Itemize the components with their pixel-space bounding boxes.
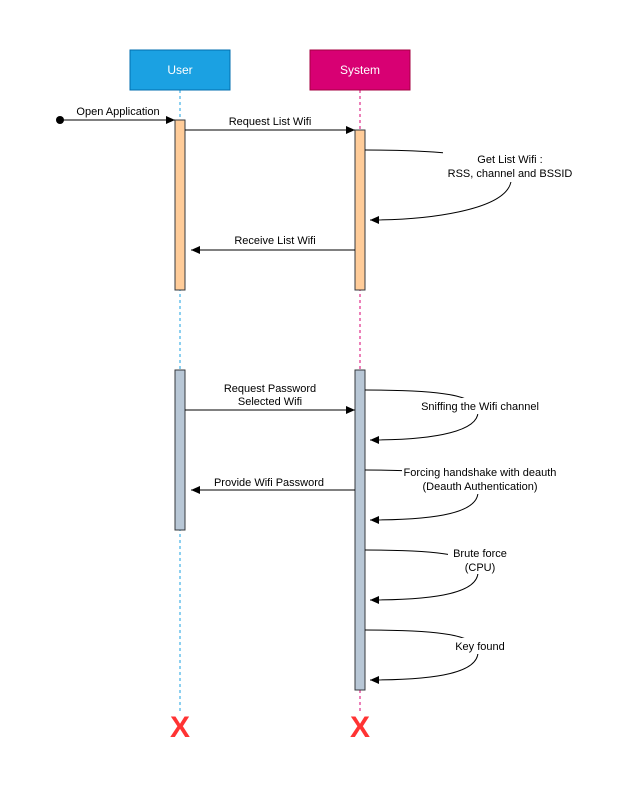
request-list-wifi-label: Request List Wifi [229,116,312,128]
key-found-arrow[interactable] [364,629,479,684]
user-actor-label: User [167,63,192,77]
system-destroy-icon: X [350,711,370,744]
key-found-label-bg [450,638,510,654]
brute-force-label-bg [448,546,512,574]
brute-force-label-line2: (CPU) [465,562,496,574]
sniffing-label-bg [418,398,542,414]
user-destroy-icon: X [170,711,190,744]
user-activation-1 [174,119,186,291]
key-found-label: Key found [455,641,505,653]
get-list-wifi-label-bg [443,152,577,182]
sniffing-arrow[interactable] [364,389,479,444]
system-actor-box [309,49,411,91]
request-password-label-line1: Request Password [224,383,316,395]
open-application-label: Open Application [76,106,159,118]
forcing-handshake-label-line1: Forcing handshake with deauth [404,467,557,479]
system-actor-label: System [340,63,380,77]
system-activation-1 [354,129,366,291]
user-activation-2 [174,369,186,531]
sniffing-label: Sniffing the Wifi channel [421,401,539,413]
system-activation-2 [354,369,366,691]
get-list-wifi-label-line1: Get List Wifi : [477,154,542,166]
forcing-handshake-label-bg [402,464,558,494]
get-list-wifi-label-line2: RSS, channel and BSSID [448,168,573,180]
system-actor[interactable]: System [309,49,411,91]
request-password-label-line2: Selected Wifi [238,396,302,408]
user-actor[interactable]: User [129,49,231,91]
provide-password-label: Provide Wifi Password [214,477,324,489]
receive-list-wifi-label: Receive List Wifi [234,235,315,247]
forcing-handshake-label-line2: (Deauth Authentication) [423,481,538,493]
brute-force-label-line1: Brute force [453,548,507,560]
user-actor-box [129,49,231,91]
